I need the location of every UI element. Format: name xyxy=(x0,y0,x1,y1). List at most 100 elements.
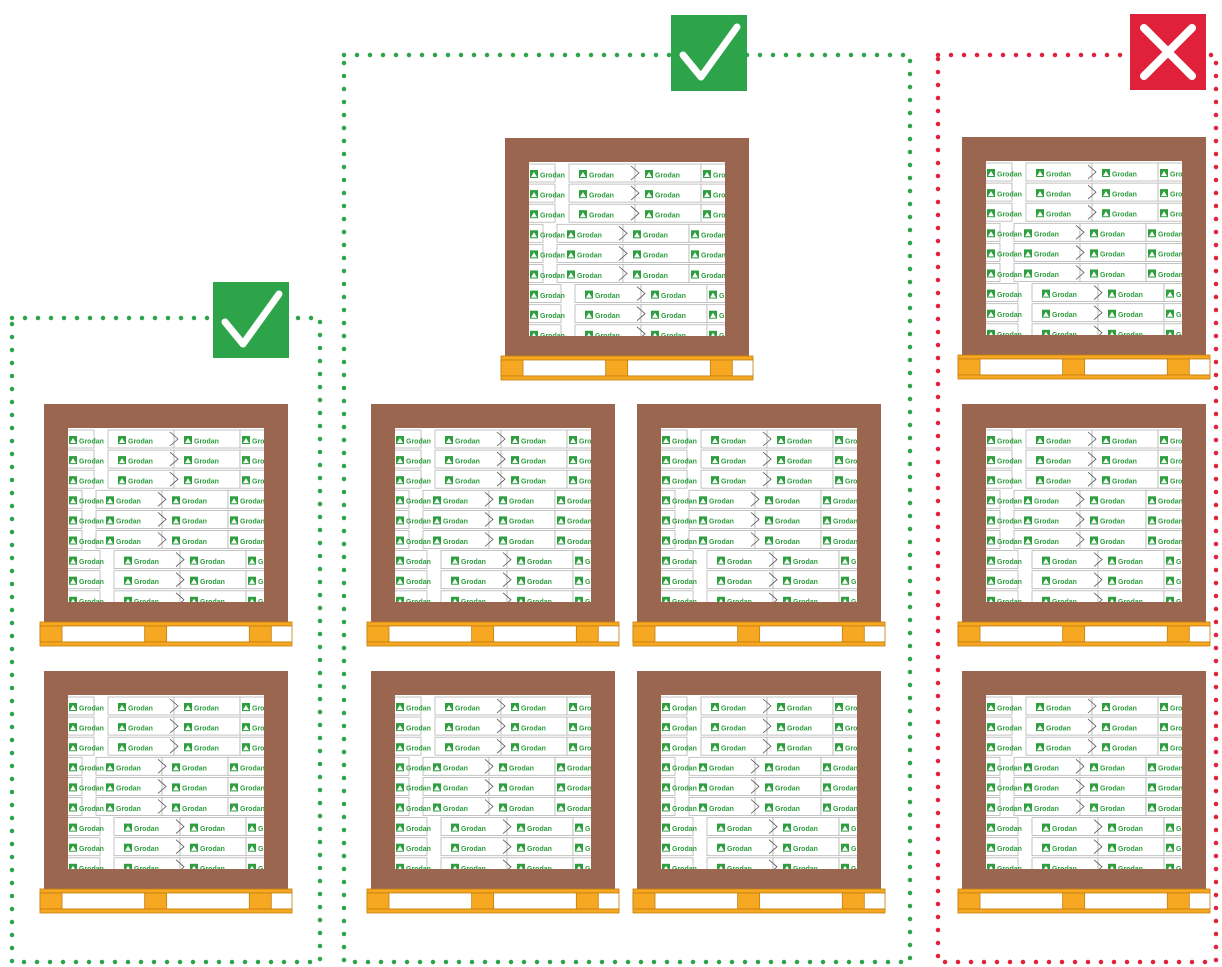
brand-text: Grodan xyxy=(182,499,207,506)
bag-fold xyxy=(768,552,778,567)
logo-peak xyxy=(452,558,458,564)
bag xyxy=(572,590,591,602)
logo-peak xyxy=(243,438,249,443)
brand-label: Grodan xyxy=(691,230,725,240)
brand-label: Grodan xyxy=(835,703,857,712)
bag-fold xyxy=(636,286,646,301)
logo-peak xyxy=(1110,331,1114,335)
brand-label: Grodan xyxy=(987,556,1022,566)
brand-label: Grodan xyxy=(987,289,1022,299)
brand-label: Grodan xyxy=(190,843,225,853)
brand-text: Grodan xyxy=(443,539,468,546)
pallet-block xyxy=(957,625,981,643)
brand-text: Grodan xyxy=(258,826,283,833)
bag-fold xyxy=(762,698,772,714)
brand-label: Grodan xyxy=(445,456,480,465)
pallet-block xyxy=(575,625,599,643)
logo-peak xyxy=(397,805,403,811)
brand-label: Grodan xyxy=(248,556,264,566)
brand-label: Grodan xyxy=(841,596,857,602)
logo-peak xyxy=(1103,171,1109,176)
brand-label: Grodan xyxy=(711,743,746,753)
brand-text: Grodan xyxy=(567,786,592,793)
brand-label: Grodan xyxy=(530,190,565,199)
brand-text: Grodan xyxy=(1170,746,1195,753)
logo-peak xyxy=(663,745,669,751)
bag xyxy=(986,590,1019,602)
bag-fold xyxy=(157,779,167,794)
brand-text: Grodan xyxy=(1046,438,1071,445)
brand-label: Grodan xyxy=(451,576,486,586)
pallet-top-deck xyxy=(957,354,1211,360)
logo-peak xyxy=(719,598,723,602)
logo-peak xyxy=(568,272,574,278)
brand-text: Grodan xyxy=(585,826,610,833)
brand-text: Grodan xyxy=(1170,725,1195,732)
brand-label: Grodan xyxy=(517,823,552,833)
bag-fold xyxy=(175,572,185,588)
bag-fold xyxy=(1093,839,1103,855)
brand-text: Grodan xyxy=(721,479,746,486)
brand-text: Grodan xyxy=(194,458,219,465)
brand-text: Grodan xyxy=(579,705,604,712)
brand-text: Grodan xyxy=(1034,519,1059,526)
logo-peak xyxy=(185,458,191,464)
brand-label: Grodan xyxy=(511,456,546,465)
brand-label: Grodan xyxy=(517,843,552,853)
brand-text: Grodan xyxy=(79,866,104,873)
brand-text: Grodan xyxy=(793,579,818,586)
logo-peak xyxy=(531,232,537,238)
logo-peak xyxy=(1043,558,1049,564)
logo-peak xyxy=(1109,825,1115,831)
logo-peak xyxy=(1037,458,1043,464)
brand-label: Grodan xyxy=(69,823,104,833)
logo-peak xyxy=(173,518,179,524)
brand-text: Grodan xyxy=(589,172,614,179)
logo-peak xyxy=(718,825,724,831)
brand-label: Grodan xyxy=(717,556,752,566)
brand-text: Grodan xyxy=(1052,599,1077,606)
brand-label: Grodan xyxy=(248,863,264,869)
brand-text: Grodan xyxy=(1046,479,1071,486)
brand-label: Grodan xyxy=(530,250,565,260)
brand-label: Grodan xyxy=(777,456,812,465)
brand-label: Grodan xyxy=(190,596,225,602)
bag xyxy=(661,590,694,602)
crate-post-left xyxy=(962,161,986,335)
brand-label: Grodan xyxy=(557,763,591,773)
logo-peak xyxy=(824,805,830,811)
brand-text: Grodan xyxy=(721,746,746,753)
logo-peak xyxy=(988,518,994,524)
brand-text: Grodan xyxy=(833,786,858,793)
logo-peak xyxy=(191,578,197,584)
brand-label: Grodan xyxy=(1108,329,1143,335)
brand-label: Grodan xyxy=(567,250,602,260)
brand-label: Grodan xyxy=(841,843,857,853)
logo-peak xyxy=(1161,171,1167,176)
brand-label: Grodan xyxy=(823,783,858,793)
brand-text: Grodan xyxy=(775,519,800,526)
pallet-block xyxy=(957,358,981,376)
brand-text: Grodan xyxy=(1052,826,1077,833)
bag-fold xyxy=(762,451,772,467)
brand-text: Grodan xyxy=(128,479,153,486)
brand-label: Grodan xyxy=(777,703,812,712)
brand-label: Grodan xyxy=(777,436,812,445)
brand-label: Grodan xyxy=(1160,209,1182,219)
logo-peak xyxy=(1037,725,1043,731)
brand-label: Grodan xyxy=(1160,703,1182,712)
pallet-block xyxy=(1166,892,1190,910)
logo-peak xyxy=(173,765,179,771)
logo-peak xyxy=(784,825,790,831)
bag xyxy=(529,324,562,336)
logo-peak xyxy=(70,498,76,504)
logo-peak xyxy=(663,765,669,771)
brand-label: Grodan xyxy=(499,496,534,506)
brand-text: Grodan xyxy=(672,479,697,486)
brand-text: Grodan xyxy=(721,458,746,465)
brand-label: Grodan xyxy=(517,596,552,602)
logo-peak xyxy=(119,478,125,484)
crate-post-left xyxy=(637,428,661,602)
